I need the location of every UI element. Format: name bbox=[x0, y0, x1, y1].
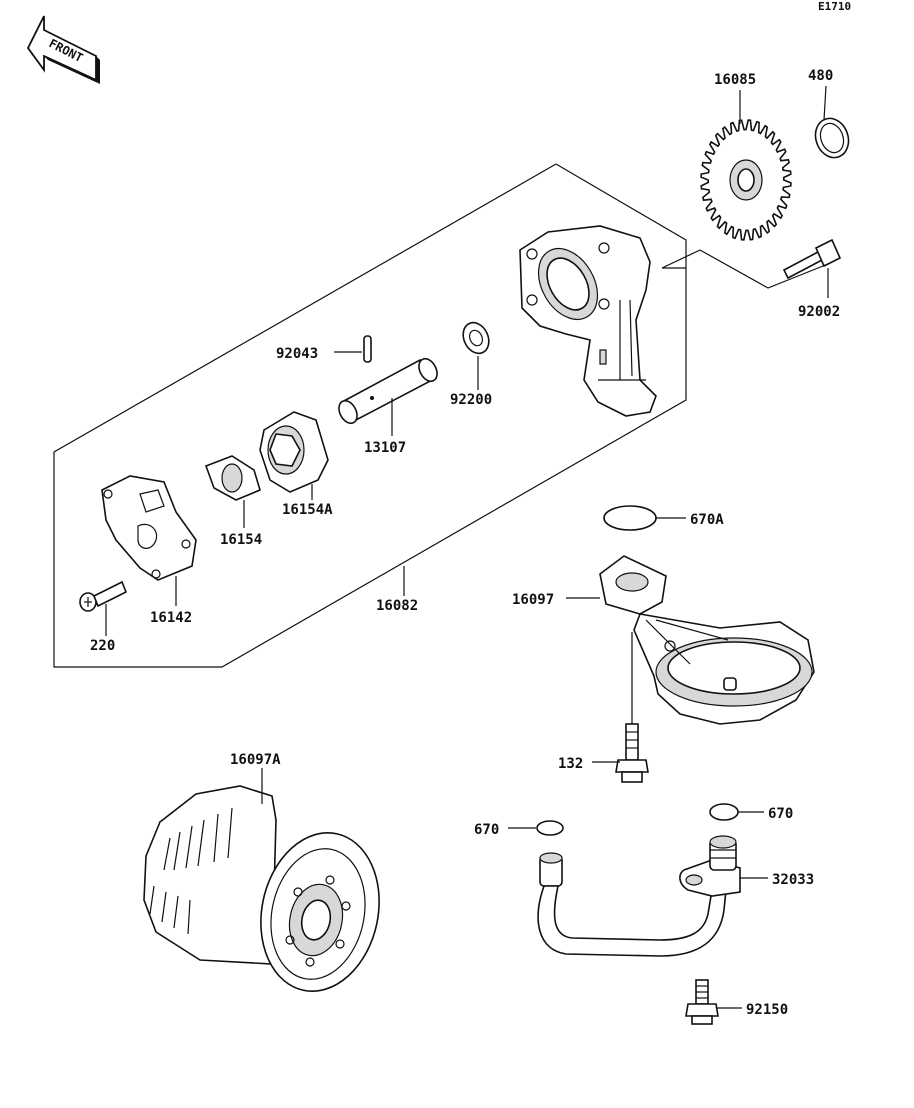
o-ring-right-icon bbox=[709, 803, 739, 821]
oil-filter-icon bbox=[143, 785, 380, 992]
label-92043: 92043 bbox=[276, 346, 318, 362]
flange-bolt-icon bbox=[615, 723, 649, 783]
label-16097: 16097 bbox=[512, 592, 554, 608]
label-16097A: 16097A bbox=[230, 752, 281, 768]
washer-icon bbox=[462, 321, 490, 355]
outer-rotor-icon bbox=[259, 411, 329, 493]
pump-cover-icon bbox=[101, 475, 197, 581]
gear-sprocket-icon bbox=[700, 119, 792, 241]
label-670A: 670A bbox=[690, 512, 724, 528]
pump-shaft-icon bbox=[338, 357, 438, 425]
label-13107: 13107 bbox=[364, 440, 406, 456]
circlip-icon bbox=[814, 117, 850, 159]
label-16142: 16142 bbox=[150, 610, 192, 626]
label-92002: 92002 bbox=[798, 304, 840, 320]
inner-rotor-icon bbox=[204, 455, 261, 501]
label-670-right: 670 bbox=[768, 806, 793, 822]
oil-pump-assembly-outline bbox=[53, 163, 687, 668]
label-32033: 32033 bbox=[772, 872, 814, 888]
label-480: 480 bbox=[808, 68, 833, 84]
label-132: 132 bbox=[558, 756, 583, 772]
label-16085: 16085 bbox=[714, 72, 756, 88]
bolt-icon bbox=[782, 238, 842, 280]
pump-body-icon bbox=[519, 225, 657, 417]
pipe-bolt-icon bbox=[685, 979, 719, 1025]
label-16154A: 16154A bbox=[282, 502, 333, 518]
front-arrow-icon: FRONT bbox=[26, 15, 100, 84]
label-220: 220 bbox=[90, 638, 115, 654]
o-ring-icon bbox=[603, 505, 657, 531]
oil-strainer-icon bbox=[599, 555, 815, 725]
label-16082: 16082 bbox=[376, 598, 418, 614]
label-670-left: 670 bbox=[474, 822, 499, 838]
pin-icon bbox=[363, 335, 372, 363]
screw-icon bbox=[79, 580, 128, 612]
diagram-code: E1710 bbox=[818, 0, 851, 13]
label-16154: 16154 bbox=[220, 532, 262, 548]
label-92150: 92150 bbox=[746, 1002, 788, 1018]
label-92200: 92200 bbox=[450, 392, 492, 408]
o-ring-left-icon bbox=[536, 820, 564, 836]
oil-pipe-icon bbox=[537, 835, 741, 957]
